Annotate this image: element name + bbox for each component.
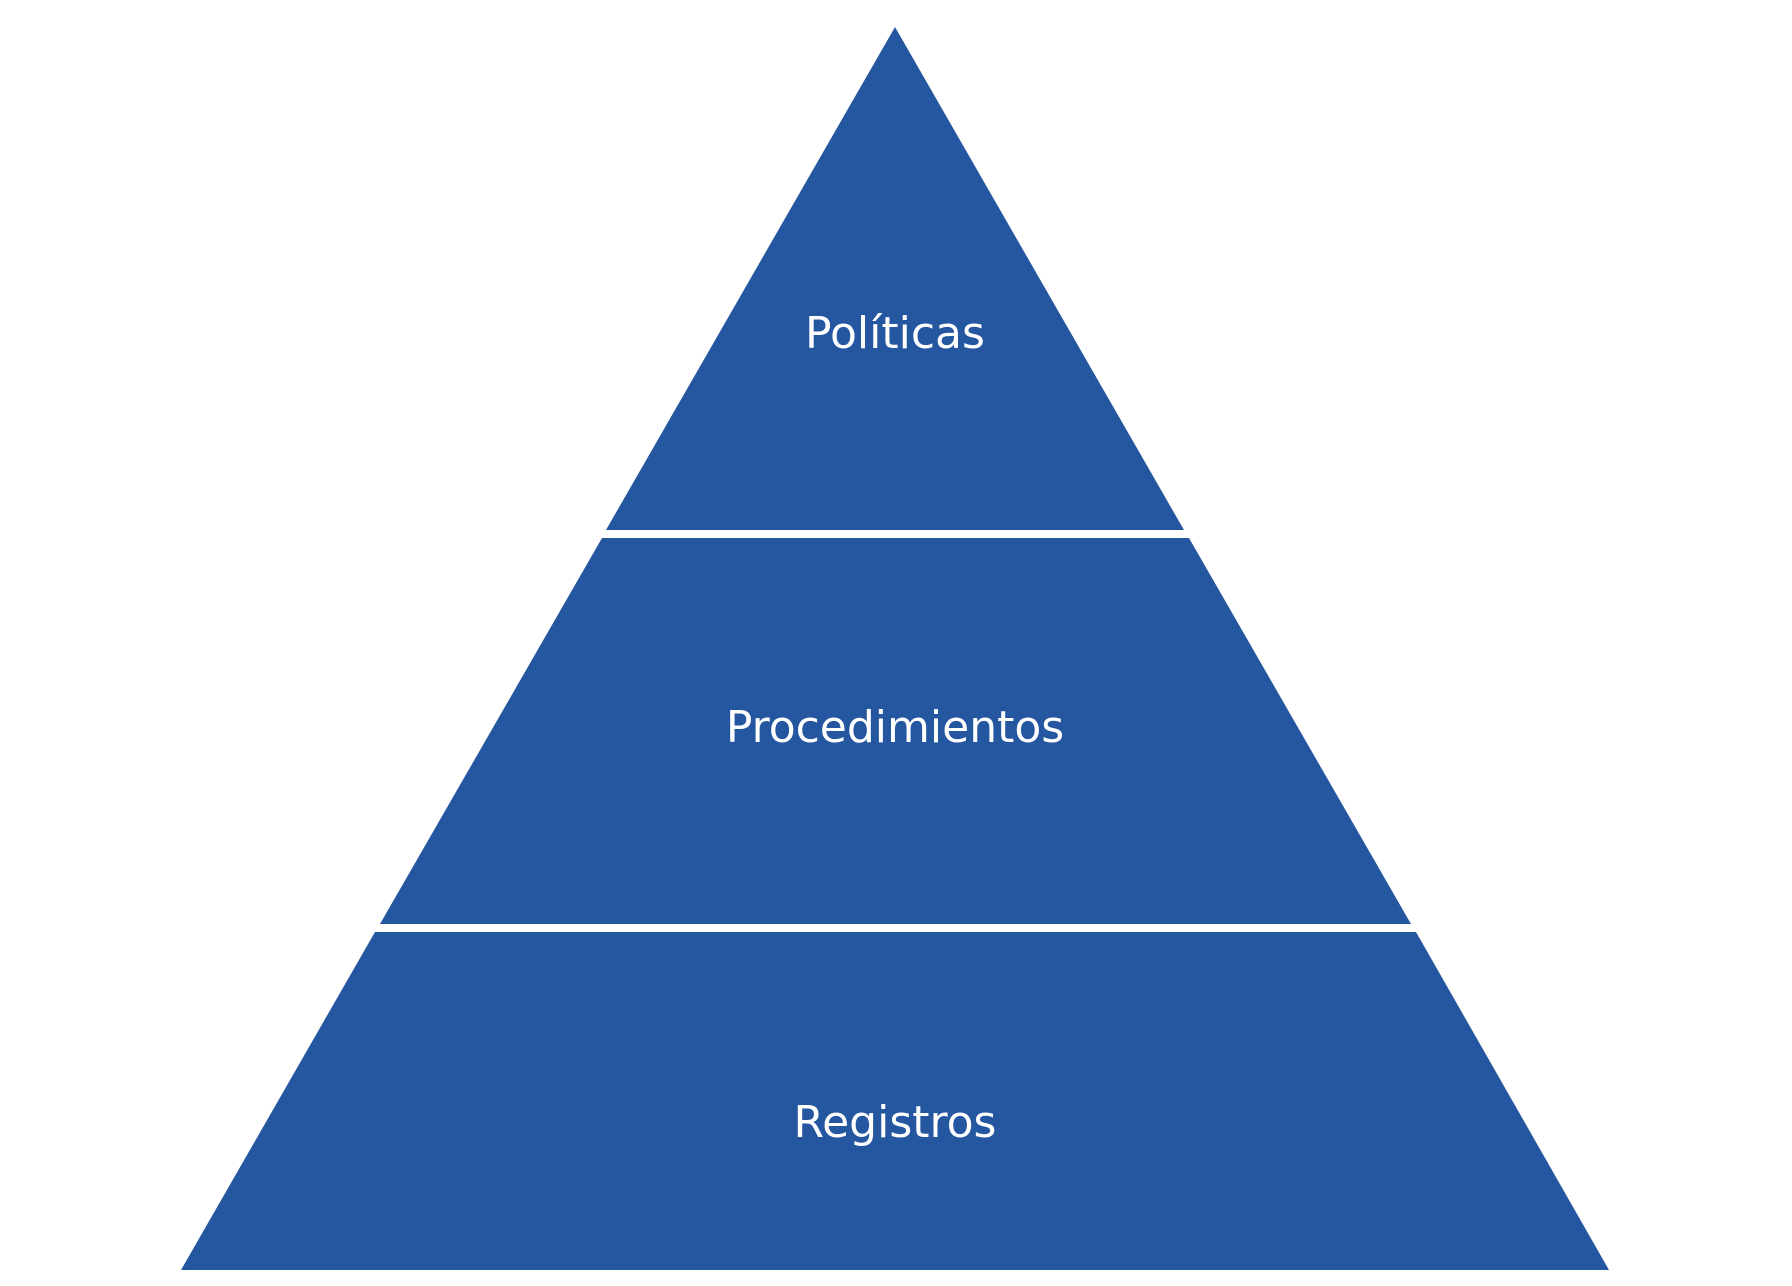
tier-middle-shape xyxy=(380,538,1411,924)
tier-bottom-shape xyxy=(181,932,1609,1270)
pyramid-tier-top: Políticas xyxy=(606,27,1184,530)
pyramid-tier-middle: Procedimientos xyxy=(380,538,1411,924)
tier-top-shape xyxy=(606,27,1184,530)
tier-top-label: Políticas xyxy=(805,308,985,359)
pyramid-tier-bottom: Registros xyxy=(181,932,1609,1270)
tier-bottom-label: Registros xyxy=(794,1097,997,1148)
tier-middle-label: Procedimientos xyxy=(726,702,1064,753)
